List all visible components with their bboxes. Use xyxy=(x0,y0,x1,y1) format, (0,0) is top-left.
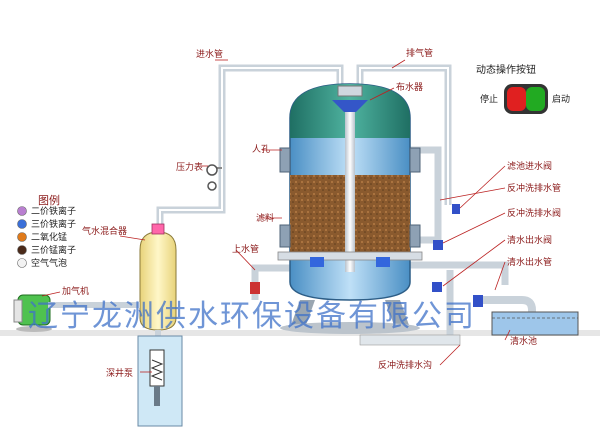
aerator xyxy=(13,294,140,332)
manhole-upper xyxy=(279,147,291,173)
label-upper-water-pipe: 上水管 xyxy=(232,243,259,255)
label-backwash-ditch: 反冲洗排水沟 xyxy=(378,359,432,371)
legend-swatch-3 xyxy=(17,245,27,255)
backwash-drain-ditch xyxy=(359,334,461,346)
label-exhaust-pipe: 排气管 xyxy=(406,47,433,59)
legend-label-0: 二价铁离子 xyxy=(31,205,76,217)
watermark-company: 辽宁龙洲供水环保设备有限公司 xyxy=(28,299,476,334)
legend-label-1: 三价铁离子 xyxy=(31,218,76,230)
stop-label: 停止 xyxy=(480,93,498,105)
label-deep-well-pump: 深井泵 xyxy=(106,367,133,379)
filter-tank xyxy=(277,83,423,334)
backwash-valve xyxy=(433,240,443,250)
label-clean-outlet-pipe: 清水出水管 xyxy=(507,256,552,268)
clean-outlet-pipe xyxy=(480,296,536,330)
manhole-lower xyxy=(279,224,291,248)
start-button[interactable] xyxy=(526,87,545,111)
clean-water-pool xyxy=(491,311,579,336)
legend-title: 图例 xyxy=(38,193,60,207)
central-pipe xyxy=(345,112,355,272)
legend-label-4: 空气气泡 xyxy=(31,257,67,269)
label-air-water-mixer: 气水混合器 xyxy=(82,225,127,237)
water-distributor xyxy=(332,100,368,112)
label-manhole: 人孔 xyxy=(252,144,270,155)
control-title: 动态操作按钮 xyxy=(476,63,536,76)
pool-valve xyxy=(473,295,483,307)
label-water-distributor: 布水器 xyxy=(396,81,423,93)
legend-swatch-1 xyxy=(17,219,27,229)
start-label: 启动 xyxy=(552,93,570,105)
clean-outlet-valve xyxy=(432,282,442,292)
label-filter-media: 滤料 xyxy=(256,212,274,224)
filter-inlet-valve xyxy=(452,204,460,214)
pressure-gauge-dial xyxy=(206,164,218,176)
stop-button[interactable] xyxy=(507,87,526,111)
control-panel: 动态操作按钮 停止 启动 xyxy=(476,63,570,114)
label-aerator: 加气机 xyxy=(62,285,89,297)
label-inlet-pipe: 进水管 xyxy=(196,48,223,60)
upper-water-pipe xyxy=(251,264,290,300)
legend-swatch-0 xyxy=(17,206,27,216)
legend-label-3: 三价锰离子 xyxy=(31,244,76,256)
deep-well-pump xyxy=(137,335,183,427)
label-clean-outlet-valve: 清水出水阀 xyxy=(507,234,552,246)
legend-swatch-4 xyxy=(17,258,27,268)
label-clean-pool: 清水池 xyxy=(510,335,537,347)
label-filter-inlet-valve: 滤池进水阀 xyxy=(507,160,552,172)
label-backwash-drain-pipe: 反冲洗排水管 xyxy=(507,182,561,194)
legend-label-2: 二氧化锰 xyxy=(31,231,67,243)
outlet-pipe-h xyxy=(410,261,509,285)
legend-swatch-2 xyxy=(17,232,27,242)
floor xyxy=(0,330,600,336)
backwash-drain-pipe xyxy=(410,146,442,244)
label-pressure-gauge: 压力表 xyxy=(176,161,203,173)
label-backwash-valve: 反冲洗排水阀 xyxy=(507,207,561,219)
upper-pipe-valve xyxy=(250,282,260,294)
air-water-mixer xyxy=(139,223,177,331)
